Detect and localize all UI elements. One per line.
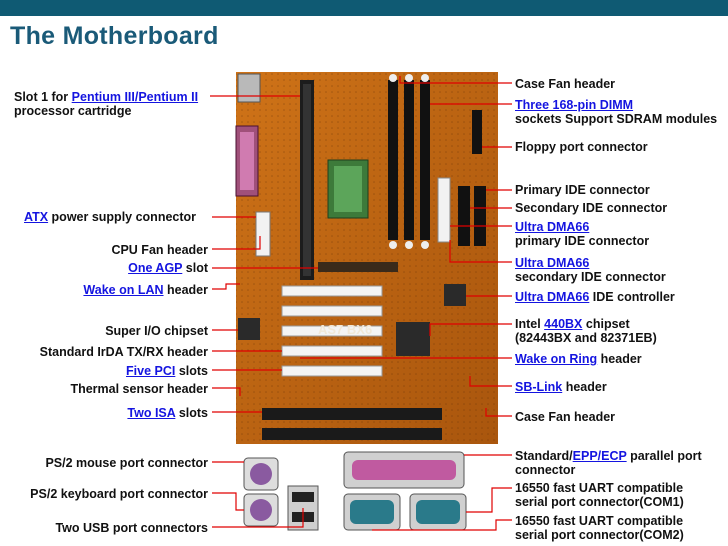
pci-slot	[281, 325, 383, 337]
label-cpu-fan: CPU Fan header	[111, 243, 208, 257]
ide-udma-white	[437, 177, 451, 243]
label-case-fan-2: Case Fan header	[515, 410, 616, 424]
label-ps2-mouse: PS/2 mouse port connector	[45, 456, 208, 470]
label-thermal: Thermal sensor header	[70, 382, 208, 396]
pci-slot	[281, 365, 383, 377]
label-wol: Wake on LAN header	[83, 283, 208, 297]
label-udma-secondary: Ultra DMA66 secondary IDE connector	[515, 256, 666, 284]
super-io	[238, 318, 260, 340]
label-parallel-port: Standard/EPP/ECP parallel port connector	[515, 449, 702, 477]
label-dimm: Three 168-pin DIMM sockets Support SDRAM…	[515, 98, 718, 126]
board-model-text: AS7 BX6	[318, 322, 372, 337]
label-irda: Standard IrDA TX/RX header	[39, 345, 208, 359]
label-floppy: Floppy port connector	[515, 140, 648, 154]
label-primary-ide: Primary IDE connector	[515, 183, 650, 197]
label-agp: One AGP slot	[128, 261, 208, 275]
dimm-1	[388, 80, 398, 240]
label-ps2-keyboard: PS/2 keyboard port connector	[30, 487, 208, 501]
pci-slot	[281, 285, 383, 297]
isa-slot	[262, 408, 442, 420]
label-case-fan-1: Case Fan header	[515, 77, 616, 91]
label-isa: Two ISA slots	[127, 406, 208, 420]
label-super-io: Super I/O chipset	[105, 324, 208, 338]
label-sb-link: SB-Link header	[515, 380, 607, 394]
audio-ports	[237, 73, 261, 103]
label-intel-chipset: Intel 440BX chipset (82443BX and 82371EB…	[515, 317, 657, 345]
page-title: The Motherboard	[10, 22, 219, 50]
ide-primary	[458, 186, 470, 246]
dimm-2	[404, 80, 414, 240]
agp-slot	[318, 262, 398, 272]
label-usb: Two USB port connectors	[55, 521, 208, 535]
pci-slot	[281, 305, 383, 317]
label-slot1: Slot 1 for Pentium III/Pentium II proces…	[14, 90, 199, 118]
label-pci: Five PCI slots	[126, 364, 208, 378]
atx-connector	[255, 211, 271, 257]
label-wake-on-ring: Wake on Ring header	[515, 352, 642, 366]
dimm-3	[420, 80, 430, 240]
label-com1: 16550 fast UART compatible serial port c…	[515, 481, 684, 509]
label-secondary-ide: Secondary IDE connector	[515, 201, 668, 215]
chipset-440bx	[396, 322, 430, 356]
floppy-connector	[472, 110, 482, 154]
isa-slot	[262, 428, 442, 440]
label-udma-primary: Ultra DMA66 primary IDE connector	[515, 220, 650, 248]
label-udma-controller: Ultra DMA66 IDE controller	[515, 290, 675, 304]
pci-slot	[281, 345, 383, 357]
label-com2: 16550 fast UART compatible serial port c…	[515, 514, 684, 542]
ide-secondary	[474, 186, 486, 246]
label-atx: ATX power supply connector	[24, 210, 197, 224]
top-banner	[0, 0, 728, 16]
udma-controller	[444, 284, 466, 306]
